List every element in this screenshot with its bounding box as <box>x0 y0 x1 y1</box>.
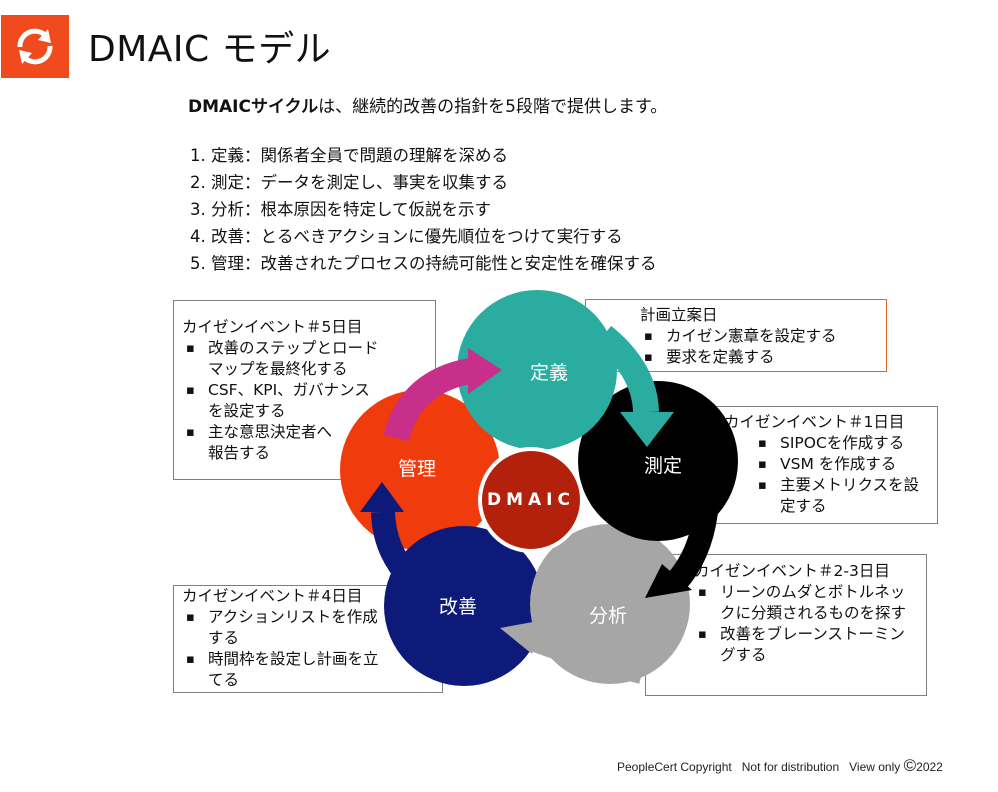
measure-box-item: 主要メトリクスを設定する <box>754 475 925 517</box>
control-to-define-arrowhead <box>468 348 502 394</box>
page-title: DMAIC モデル <box>88 29 332 70</box>
analyze-to-improve-arrow <box>530 628 645 684</box>
analyze-to-improve-arrowhead <box>500 620 544 654</box>
analyze-phase-label: 分析 <box>589 605 628 627</box>
define-to-measure-arrow <box>594 325 659 413</box>
measure-box: カイゼンイベント＃1日目 SIPOCを作成する VSM を作成する 主要メトリク… <box>703 406 938 524</box>
intro-bold: DMAICサイクル <box>188 97 319 117</box>
control-box-heading: カイゼンイベント＃5日目 <box>182 318 363 336</box>
control-box: カイゼンイベント＃5日目 改善のステップとロードマップを最終化する CSF、KP… <box>173 300 436 480</box>
intro-rest: は、継続的改善の指針を5段階で提供します。 <box>318 97 668 117</box>
measure-box-heading: カイゼンイベント＃1日目 <box>724 413 905 431</box>
dmaic-center-label: DMAIC <box>487 490 575 510</box>
measure-phase-circle <box>578 381 738 541</box>
analyze-box-heading: カイゼンイベント＃2-3日目 <box>694 562 890 580</box>
define-to-measure-arrowhead <box>620 412 674 447</box>
logo <box>1 15 69 78</box>
define-phase-circle <box>457 290 617 450</box>
measure-phase-label: 測定 <box>644 455 683 477</box>
refresh-cycle-icon <box>17 28 53 65</box>
control-phase-label: 管理 <box>398 458 437 480</box>
copyright-year: 2022 <box>916 760 943 774</box>
define-box-heading: 計画立案日 <box>640 306 718 324</box>
intro-text: DMAICサイクルは、継続的改善の指針を5段階で提供します。 <box>188 92 667 117</box>
copyright-symbol: © <box>903 756 917 775</box>
copyright-text: PeopleCert Copyright <box>617 760 732 774</box>
footer-copyright: PeopleCert Copyright Not for distribution… <box>617 756 943 776</box>
define-box-item: 要求を定義する <box>640 347 878 368</box>
measure-box-item: SIPOCを作成する <box>754 433 933 454</box>
improve-to-control-arrow <box>371 511 420 587</box>
improve-phase-circle <box>384 526 544 686</box>
control-to-define-arrow <box>383 358 473 442</box>
control-box-item: CSF、KPI、ガバナンスを設定する <box>182 380 382 422</box>
step-item: 4. 改善：とるべきアクションに優先順位をつけて実行する <box>190 227 623 246</box>
improve-to-control-arrowhead <box>360 482 404 512</box>
analyze-box-item: リーンのムダとボトルネックに分類されるものを探す <box>694 582 920 624</box>
improve-phase-label: 改善 <box>439 596 478 618</box>
improve-box-item: アクションリストを作成する <box>182 607 378 649</box>
steps-list: 1. 定義：関係者全員で問題の理解を深める 2. 測定：データを測定し、事実を収… <box>190 142 657 277</box>
step-item: 3. 分析：根本原因を特定して仮説を示す <box>190 200 491 219</box>
control-box-item: 主な意思決定者へ報告する <box>182 422 338 464</box>
view-only-notice: View only <box>849 760 901 774</box>
distribution-notice: Not for distribution <box>741 760 840 774</box>
define-phase-label: 定義 <box>530 362 569 384</box>
improve-box-item: 時間枠を設定し計画を立てる <box>182 649 388 691</box>
define-box-item: カイゼン憲章を設定する <box>640 326 878 347</box>
analyze-box-item: 改善をブレーンストーミングする <box>694 624 920 666</box>
step-item: 5. 管理：改善されたプロセスの持続可能性と安定性を確保する <box>190 254 657 273</box>
step-item: 1. 定義：関係者全員で問題の理解を深める <box>190 146 508 165</box>
measure-to-analyze-arrow <box>666 510 718 591</box>
measure-to-analyze-arrowhead <box>645 564 692 598</box>
control-box-item: 改善のステップとロードマップを最終化する <box>182 338 382 380</box>
measure-box-item: VSM を作成する <box>754 454 933 475</box>
improve-box-heading: カイゼンイベント＃4日目 <box>182 587 363 605</box>
dmaic-center-circle <box>478 447 584 553</box>
step-item: 2. 測定：データを測定し、事実を収集する <box>190 173 508 192</box>
